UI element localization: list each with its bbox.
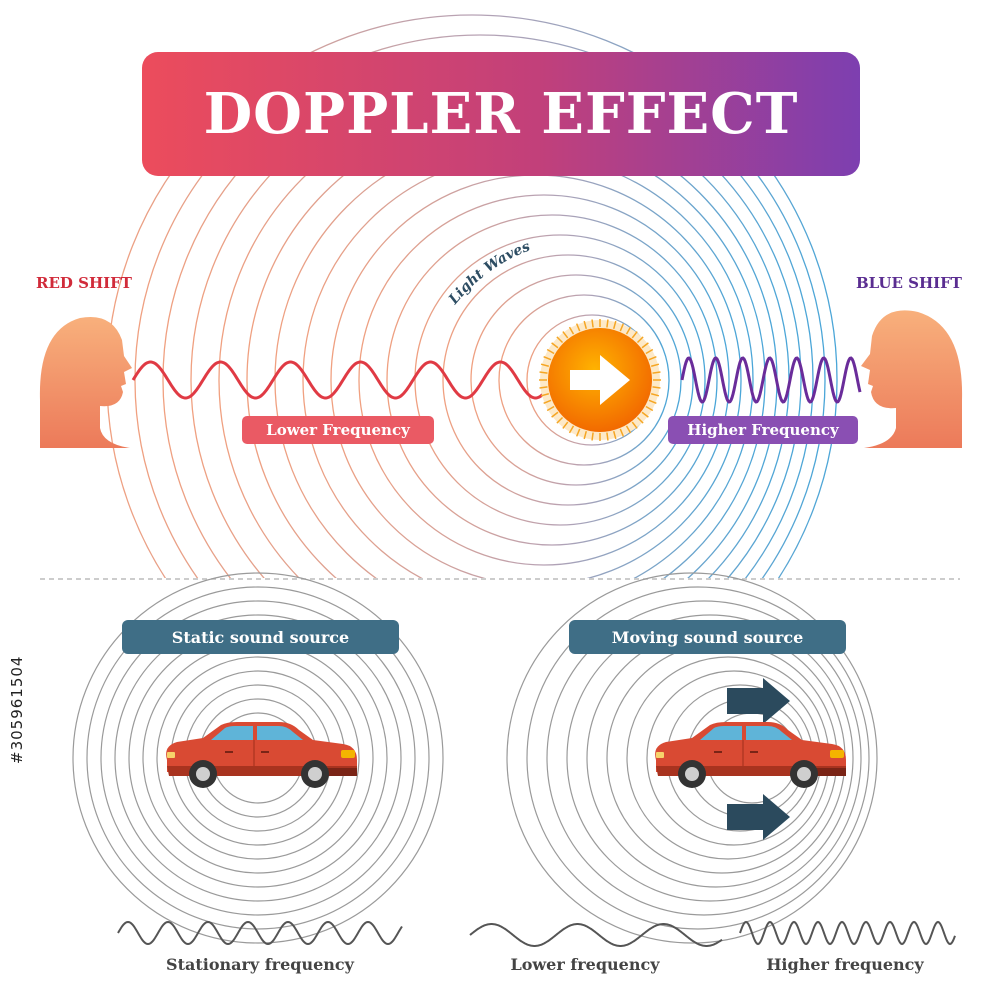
stationary-frequency-caption: Stationary frequency [166,955,354,974]
arrow-icon [727,794,790,840]
light-ring [246,114,778,578]
light-ring [386,214,718,546]
lower-frequency-badge: Lower Frequency [242,416,434,444]
blue-shift-label: BLUE SHIFT [856,274,962,292]
red-shift-label: RED SHIFT [36,274,132,292]
static-source-title: Static sound source [122,620,399,654]
head-icon [861,310,963,448]
stationary-frequency-wave [117,920,403,946]
higher-frequency-wave [739,920,956,946]
light-ring [274,134,766,578]
light-ring [470,274,682,486]
purple-sine-wave [680,356,862,404]
higher-frequency-caption: Higher frequency [766,955,924,974]
lower-frequency-caption: Lower frequency [510,955,660,974]
light-ring [442,254,694,506]
star-icon [539,319,661,441]
light-ring [302,154,754,578]
light-ring [414,234,706,526]
sound-ring [72,572,444,944]
title-banner: DOPPLER EFFECT [142,52,860,176]
sound-ring [546,600,862,916]
sound-ring [156,656,360,860]
sound-ring [526,586,870,930]
lower-frequency-wave [469,923,723,947]
car-icon [655,722,846,788]
arrow-icon [570,355,630,405]
stock-id-watermark: #305961504 [8,655,26,764]
sound-ring [86,586,430,930]
page-title: DOPPLER EFFECT [203,81,799,147]
light-waves-label: Light Waves [445,239,532,309]
head-icon [39,316,133,448]
light-ring [358,194,730,566]
red-sine-wave [131,360,547,400]
light-ring [498,294,670,466]
sound-ring [114,614,402,902]
moving-source-title: Moving sound source [569,620,846,654]
sound-ring [100,600,416,916]
light-ring [134,34,826,578]
higher-frequency-badge: Higher Frequency [668,416,858,444]
sound-ring [506,572,878,944]
arrow-icon [727,678,790,724]
sound-ring [566,614,854,902]
car-icon [166,722,357,788]
